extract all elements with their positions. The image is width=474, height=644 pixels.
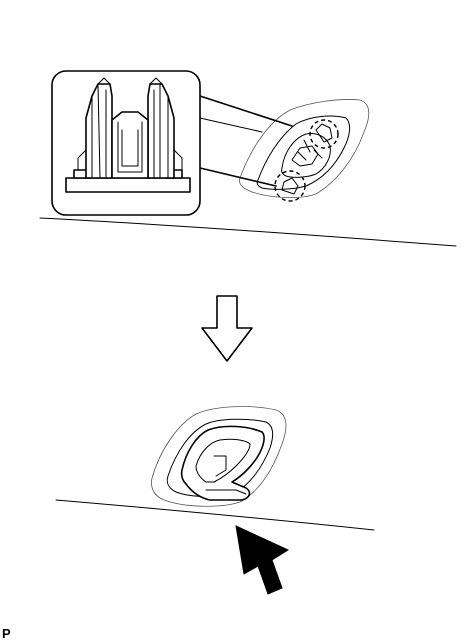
panel-edge-line-lower xyxy=(55,499,375,531)
top-panel-view xyxy=(39,95,457,247)
hook-notch xyxy=(213,455,227,477)
bottom-panel-view xyxy=(55,406,375,531)
clip-drawing xyxy=(65,77,191,193)
illustration-code: P xyxy=(2,626,11,641)
down-arrow-icon xyxy=(201,295,253,362)
recess-outline xyxy=(151,406,287,507)
clip-body xyxy=(281,133,331,178)
claw-upper-shape xyxy=(315,123,333,143)
hook-icon xyxy=(180,425,265,501)
hook-inner-face xyxy=(195,438,251,483)
panel-edge-line xyxy=(39,217,457,247)
clip-detail-b xyxy=(297,139,323,161)
hook-lip xyxy=(205,489,247,495)
claw-lower-shape xyxy=(281,177,299,195)
leader-line-mid xyxy=(199,117,263,133)
claw-marker-lower xyxy=(274,170,306,202)
leader-line-upper xyxy=(199,95,293,127)
claw-marker-upper xyxy=(309,119,339,149)
clip-detail-a xyxy=(291,145,319,167)
recess-inner xyxy=(166,418,274,497)
pocket-outline xyxy=(239,99,370,199)
push-arrow-icon xyxy=(235,525,290,595)
pocket-inner xyxy=(256,115,351,190)
clip-detail-icon xyxy=(51,70,201,216)
leader-line-lower xyxy=(199,167,277,187)
